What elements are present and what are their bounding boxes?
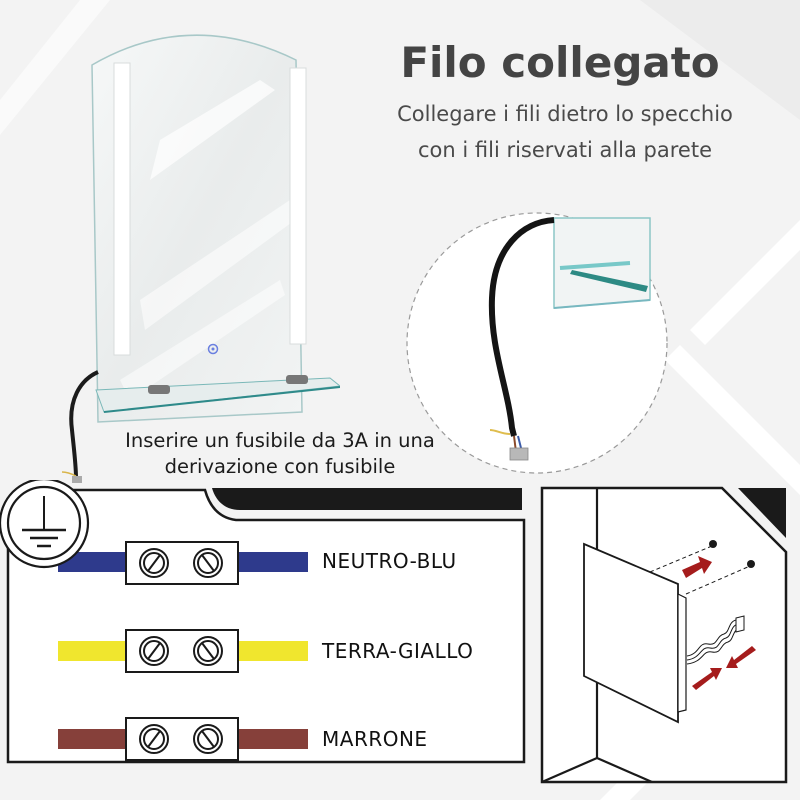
subtitle-line-1: Collegare i fili dietro lo specchio — [397, 102, 733, 126]
mirror-illustration — [61, 34, 340, 483]
arrow-left-icon — [726, 646, 756, 668]
fuse-note-line-2: derivazione con fusibile — [164, 455, 396, 478]
subtitle: Collegare i fili dietro lo specchio con … — [370, 96, 760, 168]
push-arrow-icon — [682, 556, 712, 578]
page-title: Filo collegato — [400, 38, 720, 87]
arrow-right-icon — [692, 668, 722, 690]
fuse-note-line-1: Inserire un fusibile da 3A in una — [125, 429, 435, 452]
wire-label-neutral: NEUTRO-BLU — [322, 549, 457, 573]
fuse-note: Inserire un fusibile da 3A in una deriva… — [90, 428, 470, 480]
earth-ground-icon — [0, 480, 90, 569]
wire-label-earth: TERRA-GIALLO — [322, 639, 474, 663]
wiring-diagram — [0, 480, 526, 764]
installation-diagram — [540, 486, 788, 784]
cable-detail-circle — [406, 212, 668, 474]
wire-label-live: MARRONE — [322, 727, 428, 751]
subtitle-line-2: con i fili riservati alla parete — [418, 138, 712, 162]
